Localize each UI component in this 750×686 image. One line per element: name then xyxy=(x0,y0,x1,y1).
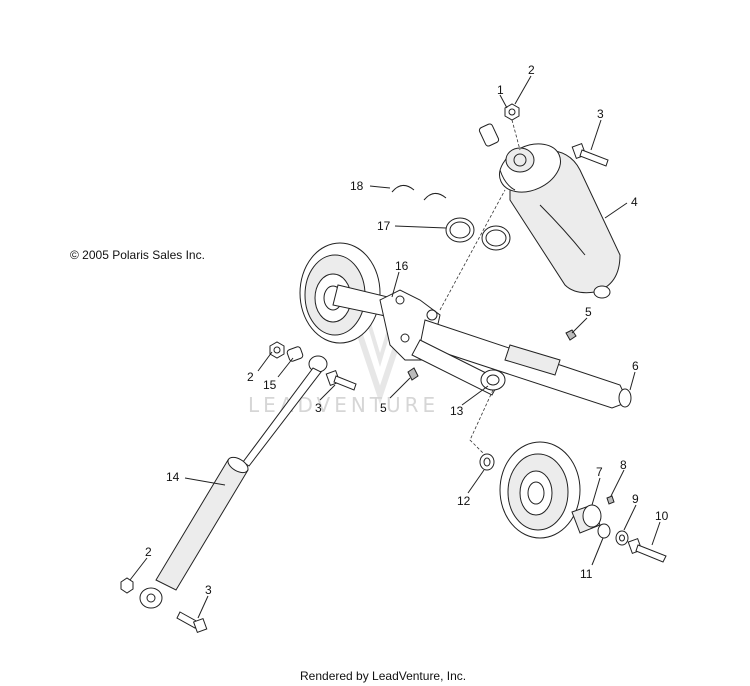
part-18-clips[interactable] xyxy=(391,185,447,201)
part-4-shock-body[interactable] xyxy=(492,135,621,299)
callout-5-left[interactable]: 5 xyxy=(380,401,387,415)
callout-8[interactable]: 8 xyxy=(620,458,627,472)
callout-3-mid[interactable]: 3 xyxy=(315,401,322,415)
callout-2-mid[interactable]: 2 xyxy=(247,370,254,384)
part-15-spacer[interactable] xyxy=(286,346,304,362)
part-8-fitting[interactable] xyxy=(606,495,615,505)
callout-3-top[interactable]: 3 xyxy=(597,107,604,121)
part-2-nut-mid[interactable] xyxy=(269,341,285,359)
part-13-bushing[interactable] xyxy=(480,369,506,391)
callout-18[interactable]: 18 xyxy=(350,179,364,193)
part-14-shock-absorber[interactable] xyxy=(139,355,328,609)
part-2-nut-bottom[interactable] xyxy=(120,577,134,594)
callout-3-bottom[interactable]: 3 xyxy=(205,583,212,597)
watermark-text: LEADVENTURE xyxy=(248,393,439,417)
part-17-clamps[interactable] xyxy=(445,217,511,251)
part-3-bolt-mid[interactable] xyxy=(325,370,357,391)
part-2-nut-top[interactable] xyxy=(504,103,520,121)
callout-5-right[interactable]: 5 xyxy=(585,305,592,319)
swing-arm-assembly xyxy=(299,242,632,461)
part-6-arm[interactable] xyxy=(411,319,632,409)
callout-17[interactable]: 17 xyxy=(377,219,391,233)
footer-credit: Rendered by LeadVenture, Inc. xyxy=(300,669,466,683)
callout-16[interactable]: 16 xyxy=(395,259,409,273)
callout-13[interactable]: 13 xyxy=(450,404,464,418)
part-5-grease-fitting-b[interactable] xyxy=(407,367,419,381)
callout-12[interactable]: 12 xyxy=(457,494,471,508)
part-12-washer[interactable] xyxy=(479,453,495,471)
part-7-spacer[interactable] xyxy=(571,504,602,534)
copyright-note: © 2005 Polaris Sales Inc. xyxy=(70,248,205,262)
callouts: 1 2 3 4 18 17 16 5 6 2 15 3 5 13 14 12 7 xyxy=(129,63,669,619)
part-9-washer[interactable] xyxy=(615,530,629,546)
right-idler-wheel[interactable] xyxy=(499,441,581,539)
callout-2-bottom[interactable]: 2 xyxy=(145,545,152,559)
part-5-grease-fitting-a[interactable] xyxy=(565,329,577,341)
callout-14[interactable]: 14 xyxy=(166,470,180,484)
part-1-spacer[interactable] xyxy=(478,123,500,147)
part-3-bolt-bottom[interactable] xyxy=(176,611,208,633)
part-3-bolt-top[interactable] xyxy=(571,143,609,167)
callout-4[interactable]: 4 xyxy=(631,195,638,209)
callout-6[interactable]: 6 xyxy=(632,359,639,373)
part-10-bolt[interactable] xyxy=(627,538,667,563)
callout-1[interactable]: 1 xyxy=(497,83,504,97)
lower-shock-assembly xyxy=(120,341,357,633)
callout-10[interactable]: 10 xyxy=(655,509,669,523)
part-11-washer[interactable] xyxy=(597,523,611,539)
right-wheel-group xyxy=(479,441,667,563)
callout-7[interactable]: 7 xyxy=(596,465,603,479)
callout-15[interactable]: 15 xyxy=(263,378,277,392)
upper-shock-assembly xyxy=(391,103,621,311)
callout-2-top[interactable]: 2 xyxy=(528,63,535,77)
callout-11[interactable]: 11 xyxy=(580,567,593,581)
callout-9[interactable]: 9 xyxy=(632,492,639,506)
